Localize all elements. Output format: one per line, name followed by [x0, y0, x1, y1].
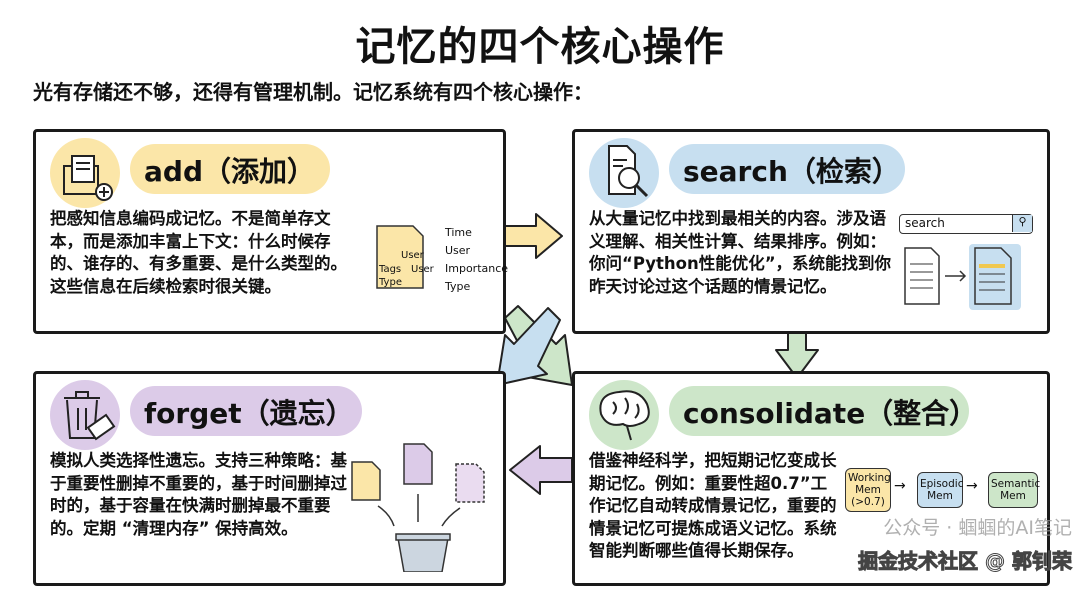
arrow-consolidate-to-forget [509, 445, 573, 495]
card-search: search（检索） 从大量记忆中找到最相关的内容。涉及语义理解、相关性计算、结… [572, 129, 1050, 334]
episodic-mem-box: Episodic Mem [917, 472, 963, 508]
consolidate-label: consolidate（整合） [669, 386, 977, 436]
field-label: User [445, 244, 471, 257]
card-add: add（添加） 把感知信息编码成记忆。不是简单存文本，而是添加丰富上下文：什么时… [33, 129, 508, 334]
consolidate-description: 借鉴神经科学，把短期记忆变成长期记忆。例如：重要性超0.7”工作记忆自动转成情景… [589, 451, 837, 560]
watermark-official-account: 公众号 · 蝈蝈的AI笔记 [883, 517, 1072, 539]
magnifier-icon: ⚲ [1012, 215, 1032, 232]
search-label: search（检索） [669, 144, 905, 194]
doc-field: Tags [379, 264, 402, 275]
search-description: 从大量记忆中找到最相关的内容。涉及语义理解、相关性计算、结果排序。例如：你问“P… [589, 209, 892, 296]
flow-arrow-icon: → [894, 478, 906, 494]
document-search-icon [589, 138, 659, 208]
subtitle: 光有存储还不够，还得有管理机制。记忆系统有四个核心操作： [33, 80, 593, 104]
search-box-text: search [905, 216, 945, 230]
search-illustration: search ⚲ [897, 214, 1037, 314]
field-label: Importance [445, 262, 509, 275]
field-label: Time [445, 226, 472, 239]
memory-flow: Working Mem (>0.7) → Episodic Mem → Sema… [845, 468, 1040, 514]
arrow-search-to-forget [496, 307, 561, 386]
add-label: add（添加） [130, 144, 330, 194]
field-label: Type [445, 280, 471, 293]
trash-eraser-icon [50, 380, 120, 450]
card-consolidate: consolidate（整合） 借鉴神经科学，把短期记忆变成长期记忆。例如：重要… [572, 371, 1050, 586]
metadata-document-illustration: User Tags User Type Time User Importance… [371, 220, 508, 304]
search-box: search ⚲ [899, 214, 1033, 234]
card-forget: forget（遗忘） 模拟人类选择性遗忘。支持三种策略：基于重要性删掉不重要的，… [33, 371, 506, 586]
doc-field: User [411, 264, 434, 275]
documents-to-trash-illustration [348, 442, 488, 573]
semantic-mem-box: Semantic Mem [988, 472, 1040, 508]
flow-arrow-icon: → [966, 478, 978, 494]
forget-label: forget（遗忘） [130, 386, 362, 436]
watermark-juejin: 掘金技术社区 @ 郭钊荣 [858, 549, 1073, 574]
arrow-add-to-search [499, 213, 563, 259]
page-title: 记忆的四个核心操作 [355, 24, 725, 70]
doc-field: User [401, 250, 424, 261]
add-description: 把感知信息编码成记忆。不是简单存文本，而是添加丰富上下文：什么时候存的、谁存的、… [50, 209, 347, 296]
doc-field: Type [379, 277, 402, 288]
forget-description: 模拟人类选择性遗忘。支持三种策略：基于重要性删掉不重要的，基于时间删掉过时的，基… [50, 451, 347, 538]
brain-icon [589, 380, 659, 450]
working-mem-box: Working Mem (>0.7) [845, 468, 891, 512]
add-document-box-icon [50, 138, 120, 208]
